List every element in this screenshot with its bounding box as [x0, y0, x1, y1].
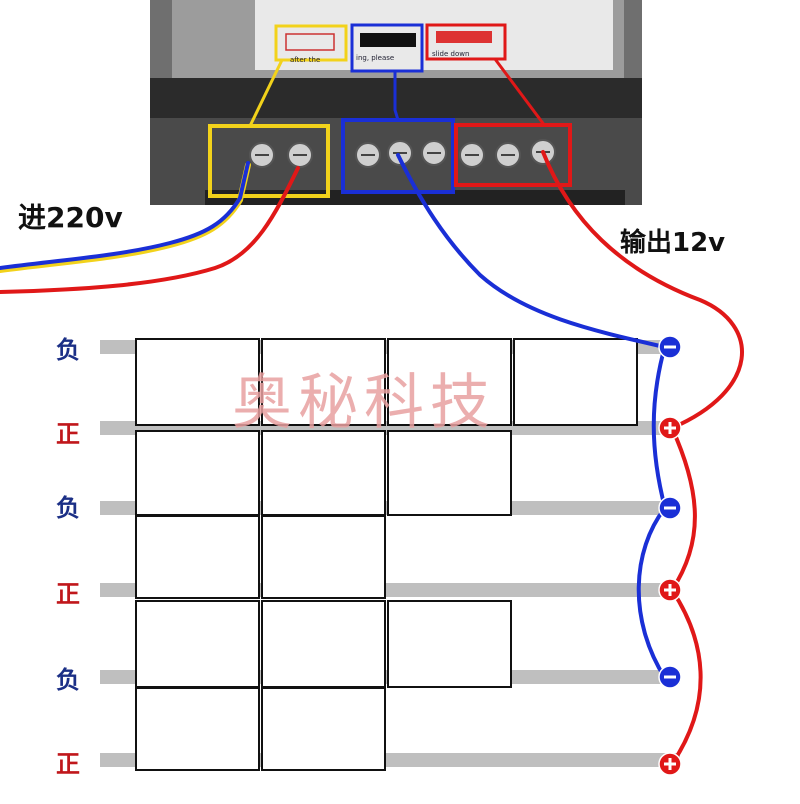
panel-r2-c3: [387, 430, 512, 516]
sticker-icons: [274, 23, 507, 73]
panel-r4-c1: [135, 600, 260, 688]
dc-negative-terminal-icon: [360, 33, 416, 47]
panel-r1-c1: [135, 338, 260, 426]
watermark: 奥秘科技: [232, 368, 496, 438]
connector-lines: [248, 58, 547, 127]
input-wire-blue: [0, 161, 250, 270]
rail-label-1: 负: [56, 336, 80, 364]
panel-r5-c2: [261, 687, 386, 771]
input-voltage-label: 进220v: [18, 201, 123, 234]
terminal-frame-ac-input: [208, 124, 330, 198]
panel-r2-c2: [261, 430, 386, 516]
panel-r3-c1: [135, 515, 260, 599]
sticker-text-middle: ing, please: [356, 54, 395, 62]
panel-r4-c3: [387, 600, 512, 688]
sticker-frame-dc-positive: [425, 23, 507, 61]
panel-r4-c2: [261, 600, 386, 688]
rail-label-6: 正: [56, 750, 80, 778]
panel-r1-c3: [387, 338, 512, 426]
connector-ac-input: [248, 59, 284, 127]
output-voltage-label: 输出12v: [620, 228, 726, 258]
input-wire-red: [0, 166, 300, 294]
sticker-frame-dc-negative: [350, 23, 424, 73]
connector-dc-negative: [393, 71, 400, 121]
rail-label-2: 正: [56, 420, 80, 448]
output-wire-negative-main: [396, 153, 662, 348]
rail-label-5: 负: [56, 666, 80, 694]
panel-r5-c1: [135, 687, 260, 771]
sticker-frame-input: [274, 24, 348, 62]
panel-r1-c4: [513, 338, 638, 426]
terminal-frame-dc-positive: [454, 123, 572, 187]
sticker-text-left: after the: [290, 56, 321, 64]
panel-r1-c2: [261, 338, 386, 426]
rail-label-3: 负: [56, 494, 80, 522]
input-terminal-icon: [285, 33, 335, 51]
rail-label-4: 正: [56, 580, 80, 608]
sticker-text-right: slide down: [432, 50, 470, 58]
connector-dc-positive: [493, 58, 547, 127]
panel-r3-c2: [261, 515, 386, 599]
panel-r2-c1: [135, 430, 260, 516]
psu-bottom-edge: [205, 190, 625, 205]
dc-positive-terminal-icon: [436, 31, 492, 43]
